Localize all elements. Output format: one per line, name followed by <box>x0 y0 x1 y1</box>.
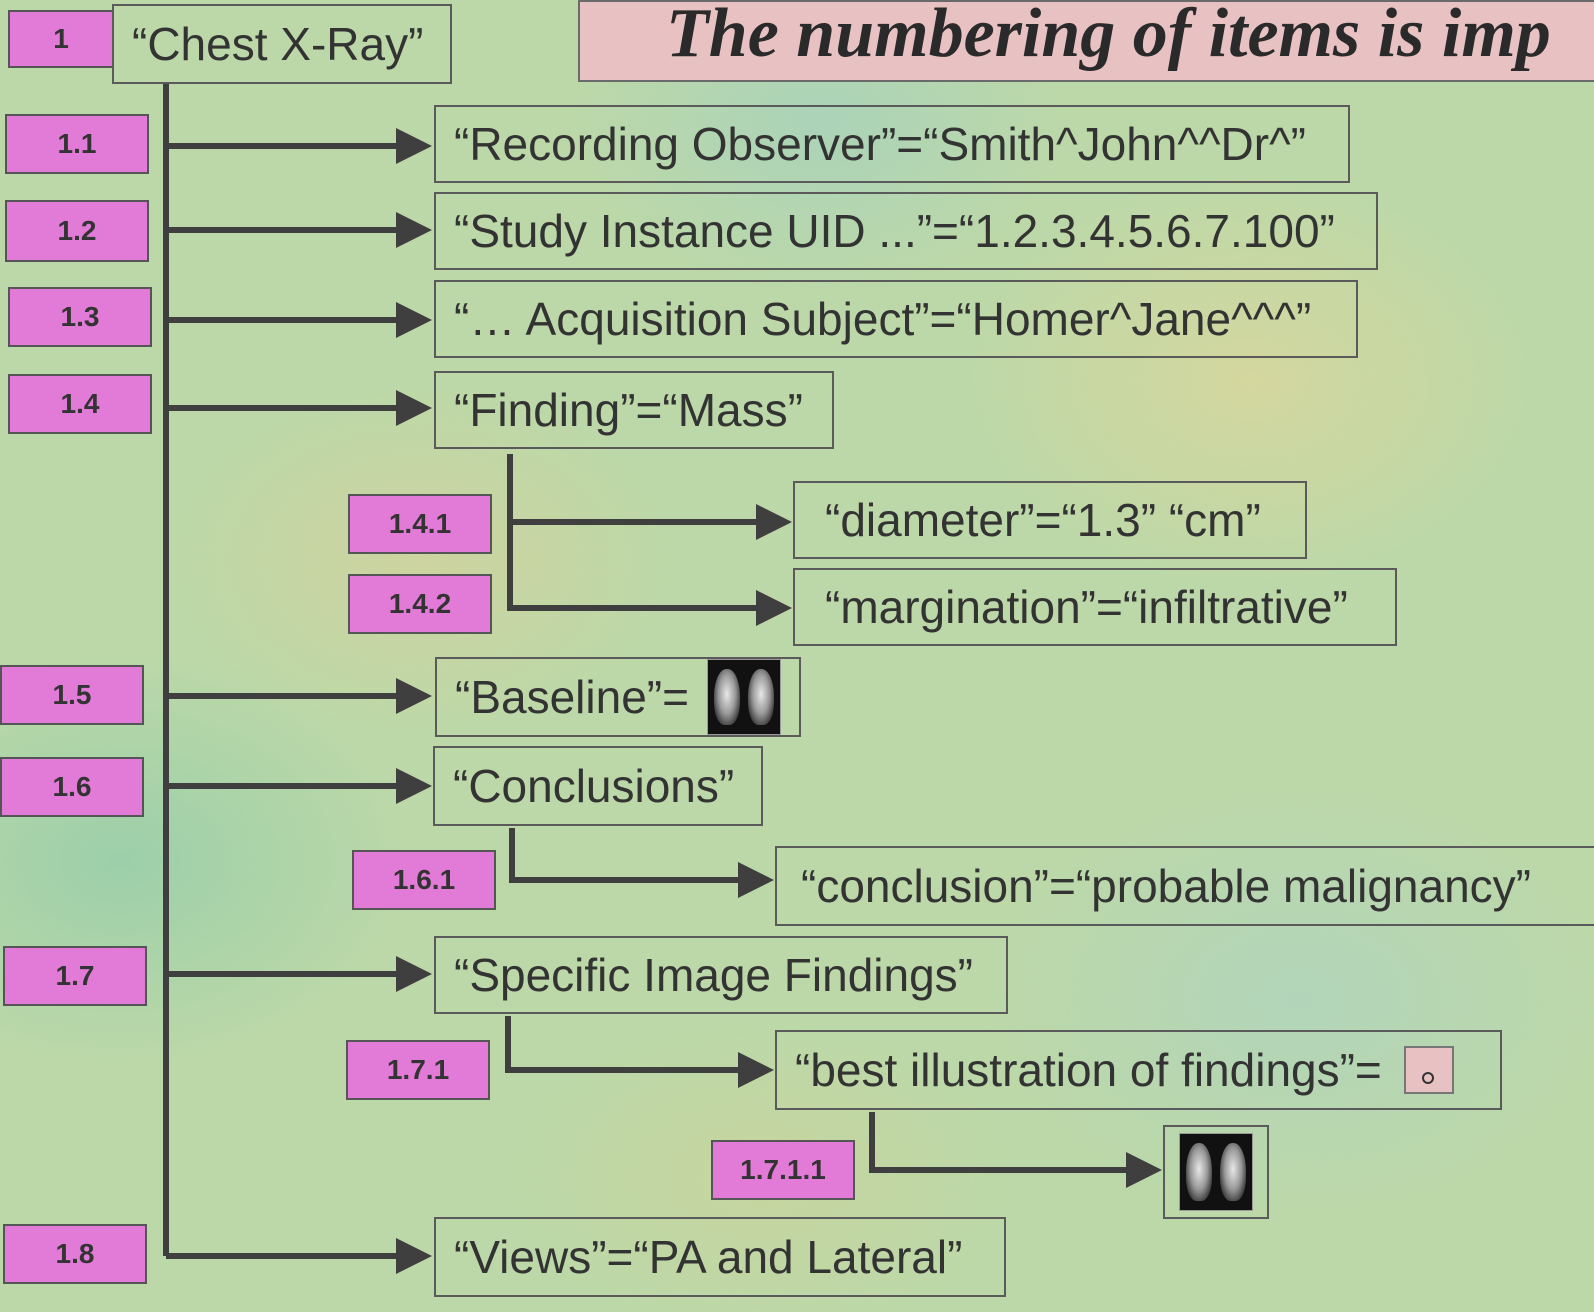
item-number-1-4-1: 1.4.1 <box>348 494 492 554</box>
item-number-1-7-1: 1.7.1 <box>346 1040 490 1100</box>
item-number-1-5: 1.5 <box>0 665 144 725</box>
item-number-1-7-1-1: 1.7.1.1 <box>711 1140 855 1200</box>
banner-text: The numbering of items is imp <box>666 0 1551 72</box>
node-conclusion-value: “conclusion”=“probable malignancy” <box>775 846 1594 926</box>
node-study-instance-uid: “Study Instance UID ...”=“1.2.3.4.5.6.7.… <box>434 192 1378 270</box>
item-number-1-3: 1.3 <box>8 287 152 347</box>
node-views: “Views”=“PA and Lateral” <box>434 1217 1006 1297</box>
image-reference-icon[interactable] <box>1403 1046 1454 1094</box>
node-conclusions: “Conclusions” <box>433 746 763 826</box>
chest-xray-thumbnail-icon[interactable] <box>1179 1133 1253 1211</box>
item-number-1-1: 1.1 <box>5 114 149 174</box>
node-acquisition-subject: “… Acquisition Subject”=“Homer^Jane^^^” <box>434 280 1358 358</box>
node-baseline: “Baseline”= <box>435 657 801 737</box>
node-recording-observer: “Recording Observer”=“Smith^John^^Dr^” <box>434 105 1350 183</box>
item-number-1-2: 1.2 <box>5 200 149 262</box>
node-chest-xray: “Chest X-Ray” <box>112 4 452 84</box>
title-banner: The numbering of items is imp <box>578 0 1594 82</box>
item-number-1-8: 1.8 <box>3 1224 147 1284</box>
item-number-1-4-2: 1.4.2 <box>348 574 492 634</box>
item-number-1: 1 <box>8 10 114 68</box>
chest-xray-thumbnail-icon[interactable] <box>706 659 781 735</box>
node-referenced-image <box>1163 1125 1269 1219</box>
baseline-label: “Baseline”= <box>455 671 689 723</box>
best-illustration-label: “best illustration of findings”= <box>795 1044 1382 1096</box>
node-best-illustration: “best illustration of findings”= <box>775 1030 1502 1110</box>
item-number-1-6-1: 1.6.1 <box>352 850 496 910</box>
node-specific-image-findings: “Specific Image Findings” <box>434 936 1008 1014</box>
node-margination: “margination”=“infiltrative” <box>793 568 1397 646</box>
item-number-1-6: 1.6 <box>0 757 144 817</box>
node-diameter: “diameter”=“1.3” “cm” <box>793 481 1307 559</box>
item-number-1-7: 1.7 <box>3 946 147 1006</box>
node-finding: “Finding”=“Mass” <box>434 371 834 449</box>
item-number-1-4: 1.4 <box>8 374 152 434</box>
